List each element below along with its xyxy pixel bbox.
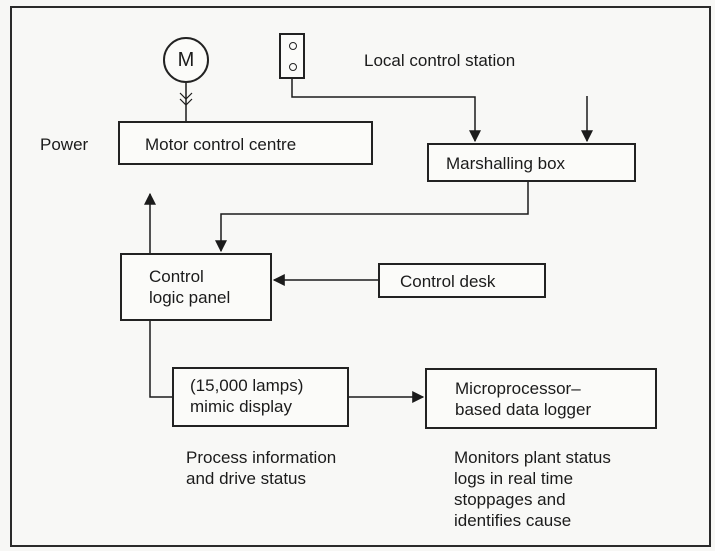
motor-letter: M [177,49,195,71]
motor-symbol: M [163,37,209,83]
local-control-station-symbol [279,33,305,79]
data-logger-box: Microprocessor– based data logger [425,368,657,429]
logic-to-mimic-line [149,321,172,398]
mimic-display-box: (15,000 lamps) mimic display [172,367,349,427]
station-bottom-dot [289,63,297,71]
control-logic-panel-box: Control logic panel [120,253,272,321]
marshalling-to-logic-line [215,182,529,253]
control-desk-box: Control desk [378,263,546,298]
motor-control-centre-box: Motor control centre [118,121,373,165]
power-label: Power [40,135,89,154]
local-control-station-label: Local control station [364,51,516,70]
station-top-dot [289,42,297,50]
logger-caption: Monitors plant status logs in real time … [454,448,611,530]
marshalling-box: Marshalling box [427,143,636,182]
mimic-caption: Process information and drive status [186,448,337,488]
station-to-marshalling-line [291,79,481,143]
